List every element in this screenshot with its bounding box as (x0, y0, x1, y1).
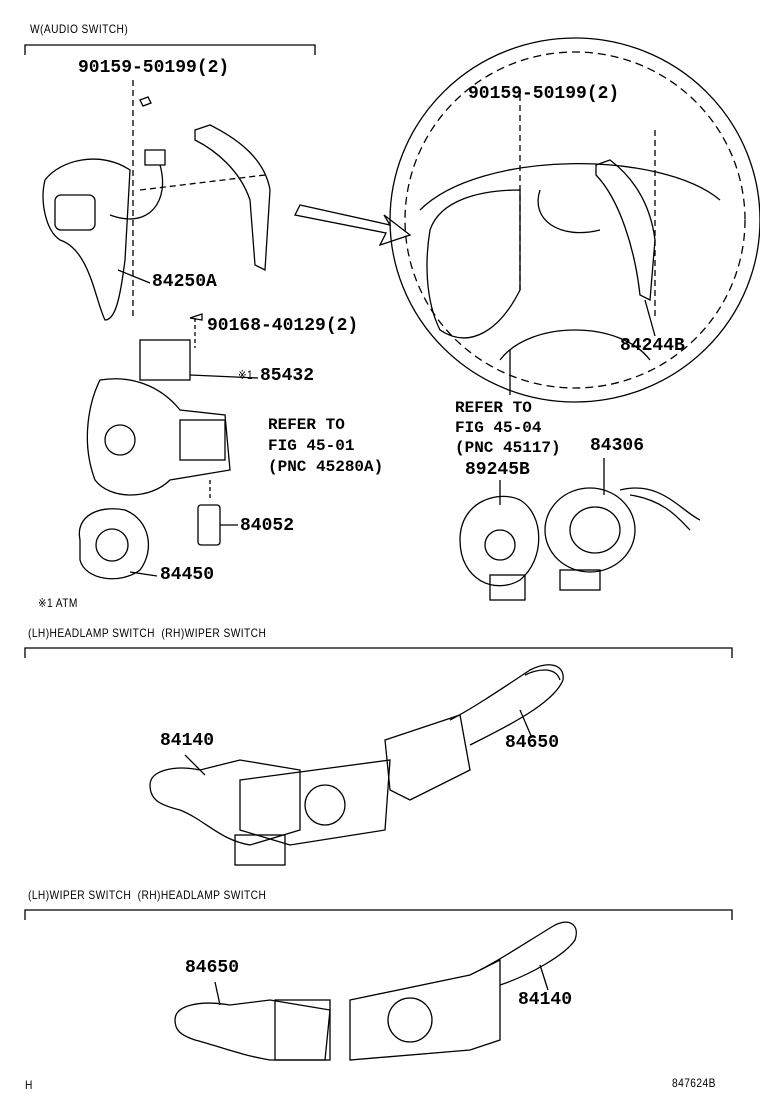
part-label-84650[interactable]: 84650 (185, 958, 240, 978)
refer-left-line3: (PNC 45280A) (268, 458, 384, 476)
section-bracket (24, 909, 733, 920)
refer-right-line3: (PNC 45117) (455, 439, 561, 457)
part-label-90159-left[interactable]: 90159-50199(2) (78, 58, 230, 78)
section-title-lh-headlamp: (LH)HEADLAMP SWITCH (RH)WIPER SWITCH (28, 626, 267, 640)
part-label-84052[interactable]: 84052 (240, 516, 295, 536)
part-label-84450[interactable]: 84450 (160, 565, 215, 585)
section-bracket (24, 44, 316, 55)
spiral-cable-parts (459, 458, 701, 601)
part-label-84140[interactable]: 84140 (518, 990, 573, 1010)
diagram-id: 847624B (672, 1076, 716, 1090)
combination-switch-upper (149, 664, 564, 866)
section-bracket (24, 647, 733, 658)
section-title-lh-wiper: (LH)WIPER SWITCH (RH)HEADLAMP SWITCH (28, 888, 267, 902)
note-mark: ※1 (238, 368, 254, 382)
footer-left: H (25, 1078, 33, 1092)
refer-left-line2[interactable]: FIG 45-01 (268, 437, 355, 455)
refer-left-line1: REFER TO (268, 416, 345, 434)
part-label-85432[interactable]: 85432 (260, 366, 315, 386)
refer-right-line1: REFER TO (455, 399, 532, 417)
part-label-89245B[interactable]: 89245B (465, 460, 530, 480)
part-label-90168[interactable]: 90168-40129(2) (207, 316, 359, 336)
section-title-audio-switch: W(AUDIO SWITCH) (30, 22, 129, 36)
part-label-90159-right[interactable]: 90159-50199(2) (468, 84, 620, 104)
arrow-icon (294, 204, 412, 247)
combination-switch-body (78, 313, 259, 580)
part-label-84306[interactable]: 84306 (590, 436, 645, 456)
combination-switch-lower (174, 921, 577, 1061)
refer-right-line2[interactable]: FIG 45-04 (455, 419, 542, 437)
part-label-84650[interactable]: 84650 (505, 733, 560, 753)
audio-switch-part (42, 80, 271, 321)
part-label-84244B[interactable]: 84244B (620, 336, 685, 356)
steering-wheel (294, 37, 760, 403)
part-label-84140[interactable]: 84140 (160, 731, 215, 751)
part-label-84250A[interactable]: 84250A (152, 272, 217, 292)
footnote-atm: ※1 ATM (38, 596, 78, 610)
